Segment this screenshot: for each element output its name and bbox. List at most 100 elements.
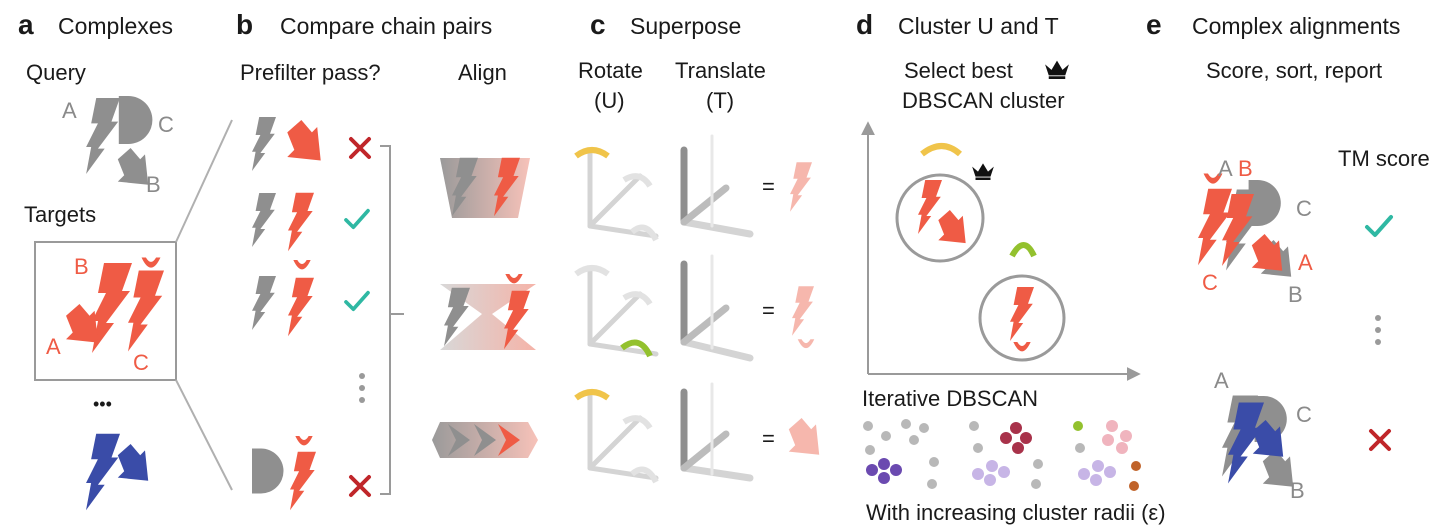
target-chain-a-shape: [66, 304, 98, 343]
rotation-axes: [587, 147, 659, 239]
result-chain-shape: [792, 286, 814, 336]
chain-label: A: [1218, 156, 1233, 181]
superpose-row-3: =: [574, 382, 820, 484]
dbscan-iteration-2: [969, 421, 1043, 489]
cross-icon: [349, 475, 371, 497]
panel-title: Complexes: [58, 13, 173, 39]
panel-letter: e: [1146, 9, 1162, 40]
check-icon: [344, 290, 370, 312]
chain-label: B: [1288, 282, 1303, 307]
zoom-line-bottom: [175, 379, 233, 491]
score-sort-report: Score, sort, report: [1206, 58, 1382, 83]
pair-row-1: [252, 117, 371, 171]
target-chain-b-shape: [92, 263, 132, 353]
equals-sign: =: [762, 298, 775, 323]
translation-axes: [680, 134, 754, 238]
pair-row-4: [252, 436, 371, 511]
rotate-symbol: (U): [594, 88, 625, 113]
superpose-row-2: =: [574, 254, 815, 362]
hook-icon: [295, 436, 313, 446]
rotation-arrow: [622, 291, 653, 306]
rotation-arrow: [622, 173, 653, 188]
tm-score-header: TM score: [1338, 146, 1430, 171]
zoom-line-top: [175, 119, 233, 243]
panel-letter: a: [18, 9, 34, 40]
grey-chain-shape: [252, 276, 276, 330]
query-chain-a-shape: [86, 98, 120, 174]
crown-icon: [1045, 60, 1069, 79]
rotation-arrow-green: [1009, 242, 1037, 258]
increasing-radii-label: With increasing cluster radii (ε): [866, 500, 1166, 525]
translate-symbol: (T): [706, 88, 734, 113]
cluster-circle: [895, 173, 985, 263]
chain-label: B: [146, 172, 161, 197]
result-chain-shape: [790, 162, 812, 212]
cluster-circle: [978, 274, 1066, 362]
query-dshape: [1248, 180, 1281, 226]
target-hook-shape: [141, 257, 161, 268]
grey-chain-shape: [252, 193, 276, 247]
rotation-arrow: [574, 265, 610, 277]
aligned-pair-2: [440, 274, 536, 350]
panel-c: c Superpose Rotate (U) Translate (T) =: [574, 9, 820, 484]
translate-header: Translate: [675, 58, 766, 83]
panel-b: b Compare chain pairs Prefilter pass? Al…: [236, 9, 538, 511]
vertical-ellipsis: [1375, 315, 1381, 345]
rotation-arrow-green: [620, 339, 653, 358]
blue-arrow-shape: [117, 444, 149, 481]
dbscan-iteration-3: [1073, 420, 1141, 491]
vertical-ellipsis: [359, 373, 365, 403]
panel-title: Superpose: [630, 13, 741, 39]
target-arrow-shape: [1251, 234, 1283, 271]
chain-label: C: [1296, 196, 1312, 221]
aligned-pair-3: [432, 422, 538, 458]
chain-label: C: [133, 350, 149, 375]
rotation-axes: [587, 265, 659, 357]
red-chain-shape: [288, 192, 314, 252]
aligned-pair-1: [440, 157, 530, 218]
chain-label: C: [158, 112, 174, 137]
panel-letter: b: [236, 9, 253, 40]
chain-label: B: [74, 254, 89, 279]
select-line-1: Select best: [904, 58, 1013, 83]
query-label: Query: [26, 60, 86, 85]
iterative-dbscan-label: Iterative DBSCAN: [862, 386, 1038, 411]
translation-axes: [680, 382, 754, 482]
pair-row-2: [252, 192, 370, 252]
rotation-arrow-yellow: [920, 143, 962, 157]
query-chain-c-shape: [118, 96, 153, 144]
chain-label: B: [1238, 156, 1253, 181]
panel-a: a Complexes Query A C B Targets B A C ••…: [18, 9, 233, 511]
rotation-arrow-yellow: [574, 389, 610, 401]
crown-icon: [972, 163, 994, 180]
select-line-2: DBSCAN cluster: [902, 88, 1065, 113]
alignment-bottom: A C B: [1214, 368, 1312, 503]
rotation-arrow: [630, 224, 659, 242]
equals-sign: =: [762, 174, 775, 199]
cluster-chain-shape: [918, 180, 942, 234]
chain-label: B: [1290, 478, 1305, 503]
panel-letter: d: [856, 9, 873, 40]
rotate-header: Rotate: [578, 58, 643, 83]
align-header: Align: [458, 60, 507, 85]
target-complex-red: B A C: [46, 254, 164, 375]
red-chain-shape: [288, 277, 314, 337]
cluster-other: [978, 242, 1066, 362]
grouping-bracket: [380, 145, 391, 495]
check-icon: [1365, 215, 1393, 237]
chain-label: A: [1214, 368, 1229, 393]
cluster-best: [895, 143, 994, 263]
panel-d: d Cluster U and T Select best DBSCAN clu…: [856, 9, 1166, 525]
panel-e: e Complex alignments Score, sort, report…: [1146, 9, 1430, 503]
panel-title: Cluster U and T: [898, 13, 1059, 39]
result-hook-shape: [797, 339, 815, 349]
panel-title: Compare chain pairs: [280, 13, 492, 39]
target-bolt-shape: [1222, 194, 1254, 266]
targets-label: Targets: [24, 202, 96, 227]
superpose-row-1: =: [574, 134, 812, 242]
red-arrow-shape: [287, 120, 321, 161]
red-chain-shape: [290, 451, 316, 511]
cross-icon: [349, 137, 371, 159]
equals-sign: =: [762, 426, 775, 451]
